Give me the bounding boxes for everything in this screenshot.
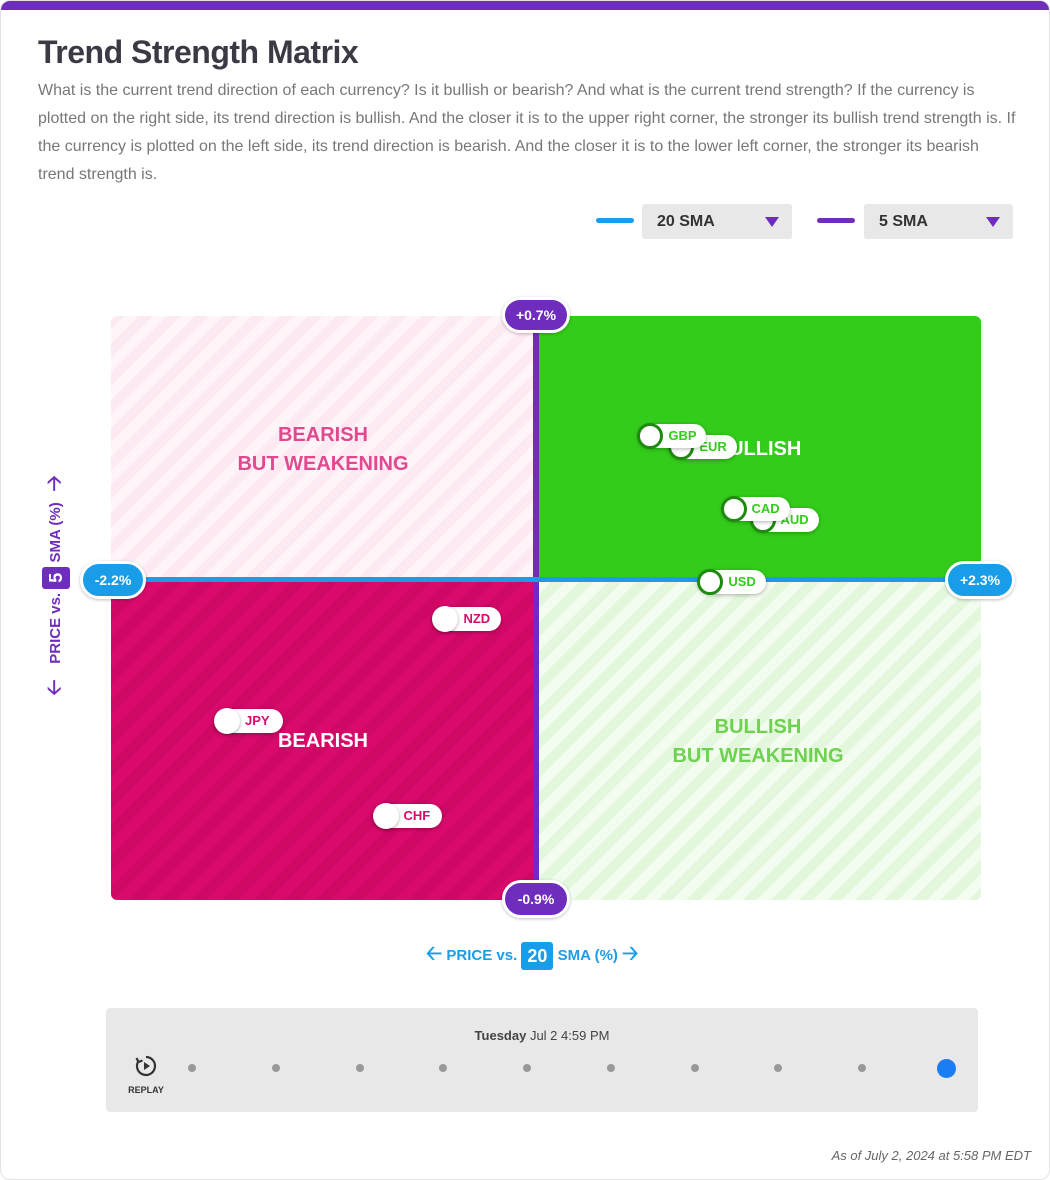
currency-dot [720, 496, 747, 523]
arrow-down-icon: 🡣 [47, 677, 62, 699]
y-sma-select[interactable]: 5 SMA [864, 204, 1013, 239]
timeline-step[interactable] [188, 1064, 196, 1072]
x-sma-select-value: 20 SMA [657, 213, 715, 230]
page-title: Trend Strength Matrix [38, 34, 359, 70]
currency-dot [637, 423, 664, 450]
y-max-label: +0.7% [502, 297, 570, 333]
currency-label: USD [728, 574, 756, 590]
timeline-step[interactable] [858, 1064, 867, 1072]
y-series-legend-line [817, 218, 855, 223]
arrow-left-icon: 🡠 [426, 943, 443, 965]
quadrant-label-bullish-weakening: BULLISH BUT WEAKENING [672, 716, 844, 767]
y-axis-title: PRICE vs. 5 SMA (%) [41, 471, 71, 696]
arrow-right-icon: 🡢 [622, 943, 639, 965]
currency-marker-usd[interactable]: USD [697, 569, 767, 596]
currency-label: CAD [751, 501, 780, 517]
x-sma-select[interactable]: 20 SMA [642, 204, 792, 239]
currency-marker-cad[interactable]: CAD [720, 496, 790, 523]
arrow-up-icon: 🡡 [47, 473, 62, 495]
timeline-day: Tuesday [474, 1028, 527, 1043]
timeline-step[interactable] [271, 1064, 280, 1072]
currency-label: CHF [403, 808, 431, 824]
quadrant-label-bearish-weakening: BEARISH BUT WEAKENING [237, 424, 409, 475]
currency-label: EUR [699, 439, 727, 455]
currency-dot [372, 803, 399, 830]
quadrant-bullish-weakening [536, 579, 981, 900]
matrix-chart [111, 316, 981, 900]
timeline-step[interactable] [439, 1064, 448, 1072]
y-sma-number: 5 [42, 566, 71, 589]
y-sma-select-value: 5 SMA [879, 213, 928, 230]
currency-dot [697, 569, 724, 596]
currency-label: GBP [668, 428, 697, 444]
x-axis-title-prefix: PRICE vs. [446, 947, 518, 964]
quadrant-bullish [536, 316, 981, 579]
currency-dot [432, 605, 459, 632]
currency-marker-gbp[interactable]: GBP [637, 423, 707, 450]
currency-label: JPY [245, 713, 270, 729]
top-accent-bar [1, 1, 1049, 10]
y-axis-title-suffix: SMA (%) [47, 502, 64, 563]
x-sma-number: 20 [521, 942, 554, 971]
currency-marker-chf[interactable]: CHF [372, 803, 442, 830]
timeline-step[interactable] [355, 1064, 364, 1072]
timeline-datetime: Jul 2 4:59 PM [529, 1028, 610, 1043]
timeline-date: Tuesday Jul 2 4:59 PM [106, 1028, 978, 1043]
timeline-step[interactable] [523, 1064, 532, 1072]
chevron-down-icon [765, 217, 779, 227]
chevron-down-icon [986, 217, 1000, 227]
timeline-step[interactable] [606, 1064, 615, 1072]
currency-marker-nzd[interactable]: NZD [432, 605, 502, 632]
replay-label: REPLAY [128, 1085, 164, 1095]
x-series-legend-line [596, 218, 634, 223]
x-axis-title-suffix: SMA (%) [557, 947, 618, 964]
x-max-label: +2.3% [945, 561, 1015, 599]
currency-label: NZD [463, 610, 491, 626]
replay-button[interactable]: REPLAY [126, 1054, 166, 1095]
quadrant-bearish-weakening [111, 316, 536, 579]
page-description: What is the current trend direction of e… [38, 82, 1016, 183]
timeline-player: Tuesday Jul 2 4:59 PM REPLAY [106, 1008, 978, 1112]
y-min-label: -0.9% [502, 880, 570, 918]
y-axis-title-prefix: PRICE vs. [47, 592, 64, 664]
timeline-step[interactable] [690, 1064, 699, 1072]
replay-icon [135, 1055, 157, 1077]
currency-marker-jpy[interactable]: JPY [214, 708, 283, 735]
currency-dot [214, 708, 240, 735]
x-min-label: -2.2% [80, 561, 146, 599]
x-axis-title: 🡠 PRICE vs. 20 SMA (%) 🡢 [426, 937, 666, 971]
timeline-step[interactable] [774, 1064, 783, 1072]
as-of-timestamp: As of July 2, 2024 at 5:58 PM EDT [831, 1148, 1031, 1163]
quadrant-label-bearish: BEARISH [277, 730, 368, 752]
timeline-step-active[interactable] [936, 1058, 956, 1078]
